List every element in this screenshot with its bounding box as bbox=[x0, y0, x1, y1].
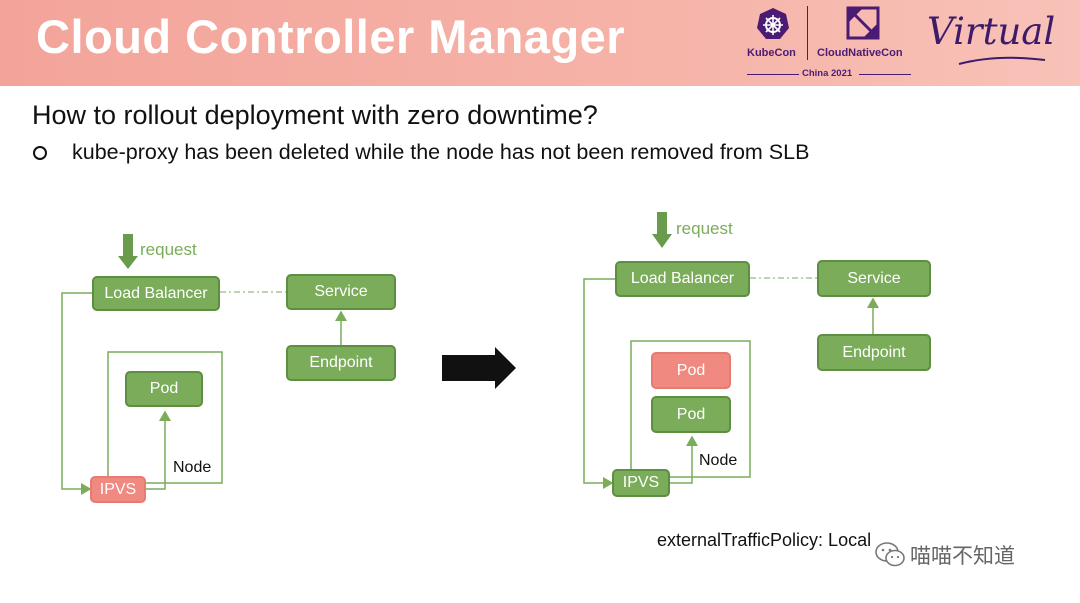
slide-title: Cloud Controller Manager bbox=[36, 10, 626, 63]
request-arrow-icon bbox=[118, 234, 138, 269]
ipvs-box-after: IPVS bbox=[612, 469, 670, 497]
event-logos: KubeCon CloudNativeCon China 2021 Virtua… bbox=[735, 0, 1080, 86]
event-line-left bbox=[747, 74, 799, 75]
pod-box-new: Pod bbox=[651, 352, 731, 389]
pod-box: Pod bbox=[125, 371, 203, 407]
kubecon-label: KubeCon bbox=[747, 47, 796, 59]
request-arrow-icon-after bbox=[652, 212, 672, 248]
watermark-label: 喵喵不知道 bbox=[910, 545, 1015, 568]
event-line-right bbox=[859, 74, 911, 75]
node-label: Node bbox=[173, 459, 212, 476]
ipvs-box: IPVS bbox=[90, 476, 146, 503]
pod-box-old: Pod bbox=[651, 396, 731, 433]
request-label: request bbox=[140, 240, 197, 259]
transition-arrow-icon bbox=[442, 347, 516, 389]
cloudnativecon-logo-icon bbox=[846, 6, 880, 40]
request-label-after: request bbox=[676, 219, 733, 238]
wechat-icon bbox=[875, 542, 905, 567]
traffic-policy-note: externalTrafficPolicy: Local bbox=[657, 530, 872, 550]
service-box-after: Service bbox=[817, 260, 931, 297]
load-balancer-box: Load Balancer bbox=[92, 276, 220, 311]
node-label-after: Node bbox=[699, 452, 738, 469]
endpoint-box-after: Endpoint bbox=[817, 334, 931, 371]
load-balancer-box-after: Load Balancer bbox=[615, 261, 750, 297]
slide-question: How to rollout deployment with zero down… bbox=[32, 100, 598, 130]
slide-header: Cloud Controller Manager KubeCon CloudNa… bbox=[0, 0, 1080, 86]
kubecon-logo-icon bbox=[757, 8, 789, 39]
endpoint-box: Endpoint bbox=[286, 345, 396, 381]
service-box: Service bbox=[286, 274, 396, 310]
logo-divider bbox=[807, 6, 808, 60]
cloudnativecon-label: CloudNativeCon bbox=[817, 47, 903, 59]
virtual-label: Virtual bbox=[927, 10, 1056, 53]
event-year-label: China 2021 bbox=[802, 68, 853, 79]
virtual-underline-icon bbox=[958, 56, 1046, 65]
bullet-circle-icon bbox=[33, 146, 47, 160]
slide-bullet: kube-proxy has been deleted while the no… bbox=[72, 140, 810, 164]
